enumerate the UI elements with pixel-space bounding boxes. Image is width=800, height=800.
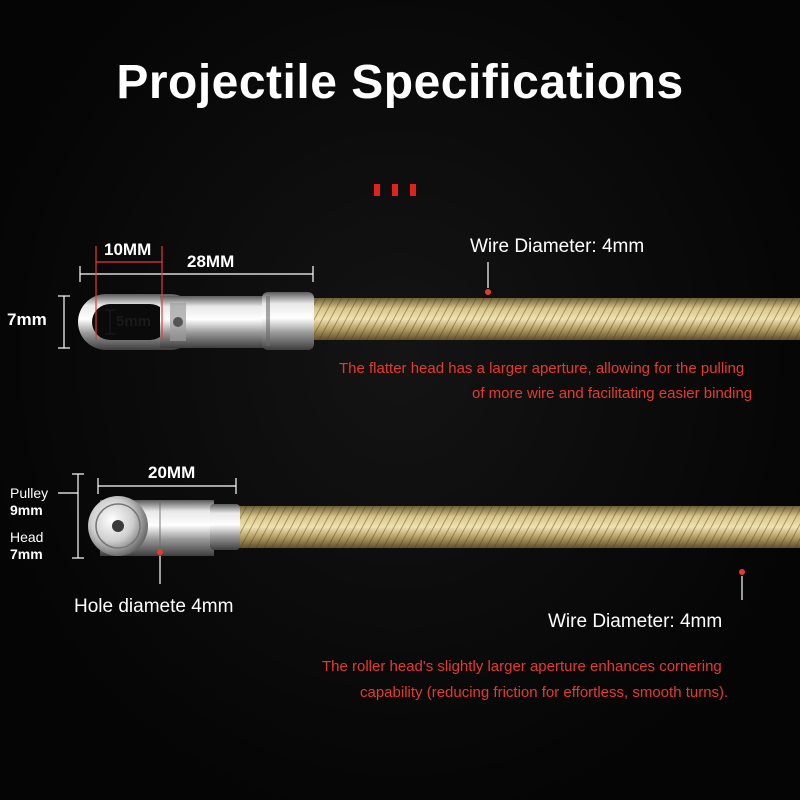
pulley-label: Pulley — [10, 485, 49, 501]
head-label: Head — [10, 529, 44, 545]
decorative-dots — [374, 183, 428, 201]
top-wire-diameter-label: Wire Diameter: 4mm — [470, 236, 645, 257]
hole-marker — [157, 549, 163, 584]
hole-diameter-label: Hole diamete 4mm — [74, 596, 234, 617]
dimension-28mm: 28MM — [187, 252, 235, 271]
bottom-wire-marker — [739, 569, 745, 600]
page-title: Projectile Specifications — [116, 56, 684, 109]
top-dimensions — [58, 246, 314, 349]
pulley-value: 9mm — [10, 502, 43, 518]
top-wire — [312, 298, 800, 340]
dimension-20mm: 20MM — [148, 463, 196, 482]
bottom-note-line2: capability (reducing friction for effort… — [360, 684, 729, 701]
top-note-line2: of more wire and facilitating easier bin… — [472, 385, 753, 402]
dimension-5mm: 5mm — [116, 313, 152, 330]
bottom-dimensions — [58, 473, 237, 559]
bottom-wire-diameter-label: Wire Diameter: 4mm — [548, 611, 723, 632]
dimension-7mm: 7mm — [7, 310, 47, 329]
bottom-wire — [238, 506, 800, 548]
top-wire-marker — [485, 262, 491, 295]
top-note-line1: The flatter head has a larger aperture, … — [339, 360, 745, 377]
bottom-note-line1: The roller head's slightly larger apertu… — [322, 658, 722, 675]
head-value: 7mm — [10, 546, 43, 562]
top-eyelet-head — [78, 292, 314, 350]
bottom-roller-head — [88, 496, 240, 556]
dimension-10mm: 10MM — [104, 240, 152, 259]
